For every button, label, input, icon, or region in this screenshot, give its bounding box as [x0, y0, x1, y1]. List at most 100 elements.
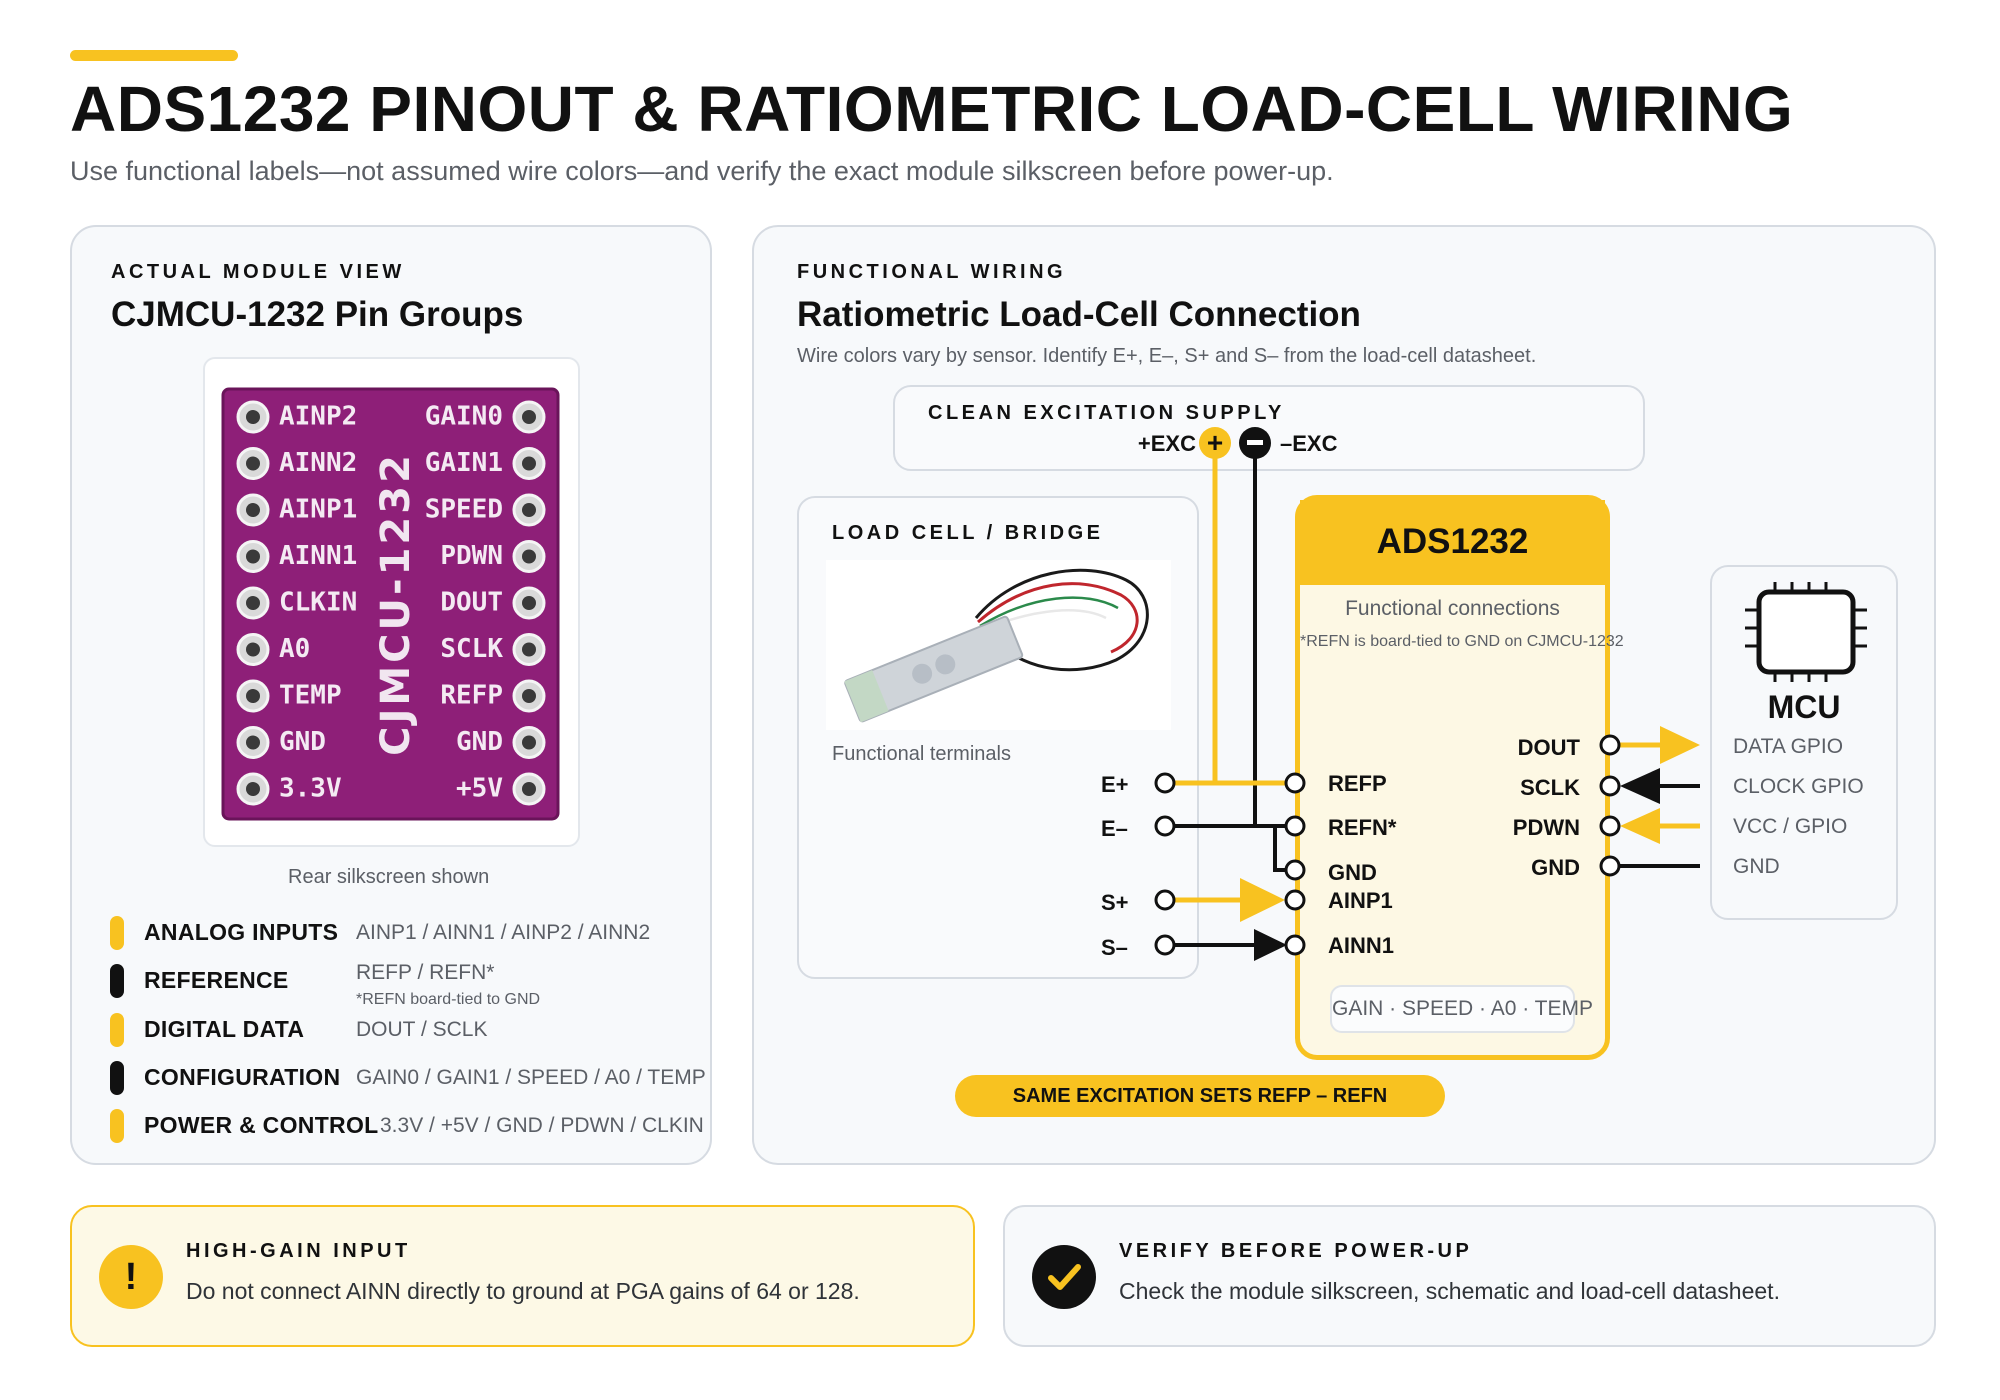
pin-hole: [522, 735, 536, 750]
pin-hole: [246, 689, 260, 703]
silkscreen-pin-label: +5V: [456, 774, 503, 804]
pin-hole: [522, 689, 536, 703]
high-gain-eyebrow: HIGH-GAIN INPUT: [186, 1240, 411, 1262]
pin-hole: [522, 503, 536, 517]
check-icon: [1032, 1245, 1096, 1309]
legend-swatch: [110, 1109, 124, 1143]
load-cell-caption: Functional terminals: [832, 743, 1011, 765]
module-card-title: CJMCU-1232 Pin Groups: [111, 295, 524, 334]
ads-pin-ainn1: AINN1: [1328, 933, 1395, 958]
ads-pin-ainp1: AINP1: [1328, 888, 1393, 913]
silkscreen-pin-label: GND: [279, 727, 326, 757]
page-title: ADS1232 PINOUT & RATIOMETRIC LOAD-CELL W…: [70, 73, 1794, 145]
supply-minus-label: –EXC: [1280, 431, 1338, 456]
excitation-banner: SAME EXCITATION SETS REFP – REFN: [955, 1075, 1445, 1117]
pin-hole: [246, 503, 260, 517]
pin-hole: [246, 549, 260, 564]
excitation-supply-box: [893, 385, 1645, 471]
silkscreen-pin-label: CLKIN: [279, 588, 357, 618]
verify-alert: VERIFY BEFORE POWER-UP Check the module …: [1003, 1205, 1936, 1347]
pin-hole: [246, 596, 260, 610]
terminal-e-plus: E+: [1101, 772, 1129, 797]
module-card-eyebrow: ACTUAL MODULE VIEW: [111, 261, 405, 283]
ads-pin-refn: REFN*: [1328, 815, 1397, 840]
ads-pin-gnd-left: GND: [1328, 860, 1377, 885]
ads1232-config-pins: GAIN · SPEED · A0 · TEMP: [1330, 985, 1593, 1033]
pin-hole: [246, 410, 260, 424]
terminal-s-minus: S–: [1101, 935, 1128, 960]
pin-hole: [246, 735, 260, 750]
terminal-e-minus: E–: [1101, 816, 1128, 841]
silkscreen-pin-label: A0: [279, 634, 310, 664]
accent-bar: [70, 50, 238, 61]
silkscreen-pin-label: DOUT: [440, 588, 503, 618]
ads-pin-gnd-right: GND: [1531, 855, 1580, 880]
legend-label: CONFIGURATION: [144, 1064, 341, 1090]
legend-pins: 3.3V / +5V / GND / PDWN / CLKIN: [380, 1114, 704, 1137]
legend-swatch: [110, 1013, 124, 1047]
module-caption: Rear silkscreen shown: [288, 866, 490, 888]
wiring-card-eyebrow: FUNCTIONAL WIRING: [797, 261, 1067, 283]
silkscreen-pin-label: REFP: [440, 681, 503, 711]
supply-plus-label: +EXC: [1137, 431, 1196, 456]
ads1232-note: *REFN is board-tied to GND on CJMCU-1232: [1300, 633, 1624, 650]
legend-label: REFERENCE: [144, 967, 289, 993]
mcu-pin-vcc-gpio: VCC / GPIO: [1733, 815, 1848, 838]
legend-swatch: [110, 916, 124, 950]
legend-note: *REFN board-tied to GND: [356, 991, 541, 1008]
load-cell-eyebrow: LOAD CELL / BRIDGE: [832, 522, 1104, 544]
silkscreen-pin-label: GAIN1: [425, 448, 503, 478]
legend-pins: REFP / REFN*: [356, 961, 495, 984]
silkscreen-pin-label: 3.3V: [279, 774, 342, 804]
pin-hole: [246, 642, 260, 657]
silkscreen-pin-label: TEMP: [279, 681, 342, 711]
mcu-pin-data-gpio: DATA GPIO: [1733, 735, 1844, 758]
ads-pin-pdwn: PDWN: [1512, 815, 1580, 840]
verify-text: Check the module silkscreen, schematic a…: [1119, 1278, 1780, 1304]
high-gain-alert: ! HIGH-GAIN INPUT Do not connect AINN di…: [70, 1205, 975, 1347]
legend-pins: AINP1 / AINN1 / AINP2 / AINN2: [356, 921, 651, 944]
pin-hole: [246, 456, 260, 471]
mcu-box: MCU: [1710, 565, 1898, 920]
mcu-pin-gnd: GND: [1733, 855, 1780, 878]
pin-hole: [522, 782, 536, 796]
terminal-s-plus: S+: [1101, 890, 1129, 915]
legend-swatch: [110, 964, 124, 998]
silkscreen-pin-label: AINP2: [279, 402, 357, 432]
silkscreen-pin-label: PDWN: [440, 541, 503, 571]
load-cell-photo: [826, 560, 1171, 730]
pin-hole: [522, 456, 536, 471]
supply-eyebrow: CLEAN EXCITATION SUPPLY: [928, 402, 1285, 424]
legend-label: DIGITAL DATA: [144, 1016, 305, 1042]
ads-pin-refp: REFP: [1328, 771, 1387, 796]
wiring-card-title: Ratiometric Load-Cell Connection: [797, 295, 1361, 334]
high-gain-text: Do not connect AINN directly to ground a…: [186, 1278, 860, 1304]
silkscreen-pin-label: GAIN0: [425, 402, 503, 432]
pin-hole: [246, 782, 260, 796]
board-name-silkscreen: CJMCU-1232: [373, 452, 419, 756]
silkscreen-pin-label: GND: [456, 727, 503, 757]
pin-hole: [522, 642, 536, 657]
silkscreen-pin-label: SPEED: [425, 495, 503, 525]
legend-label: POWER & CONTROL: [144, 1112, 379, 1138]
verify-eyebrow: VERIFY BEFORE POWER-UP: [1119, 1240, 1473, 1262]
legend-label: ANALOG INPUTS: [144, 919, 339, 945]
chip-icon: [1745, 582, 1867, 682]
legend-swatch: [110, 1061, 124, 1095]
legend-pins: DOUT / SCLK: [356, 1018, 488, 1041]
silkscreen-pin-label: AINP1: [279, 495, 357, 525]
page-subtitle: Use functional labels—not assumed wire c…: [70, 156, 1334, 186]
wiring-card-note: Wire colors vary by sensor. Identify E+,…: [797, 345, 1537, 367]
ads1232-header: [1300, 500, 1605, 585]
ads-pin-sclk: SCLK: [1520, 775, 1580, 800]
ads1232-title: ADS1232: [1376, 522, 1529, 561]
ads1232-block: ADS1232 Functional connections *REFN is …: [1295, 495, 1624, 1060]
pin-hole: [522, 596, 536, 610]
silkscreen-pin-label: AINN1: [279, 541, 357, 571]
legend-pins: GAIN0 / GAIN1 / SPEED / A0 / TEMP: [356, 1066, 706, 1089]
pin-hole: [522, 410, 536, 424]
mcu-title: MCU: [1767, 689, 1841, 725]
mcu-pin-clock-gpio: CLOCK GPIO: [1733, 775, 1864, 798]
